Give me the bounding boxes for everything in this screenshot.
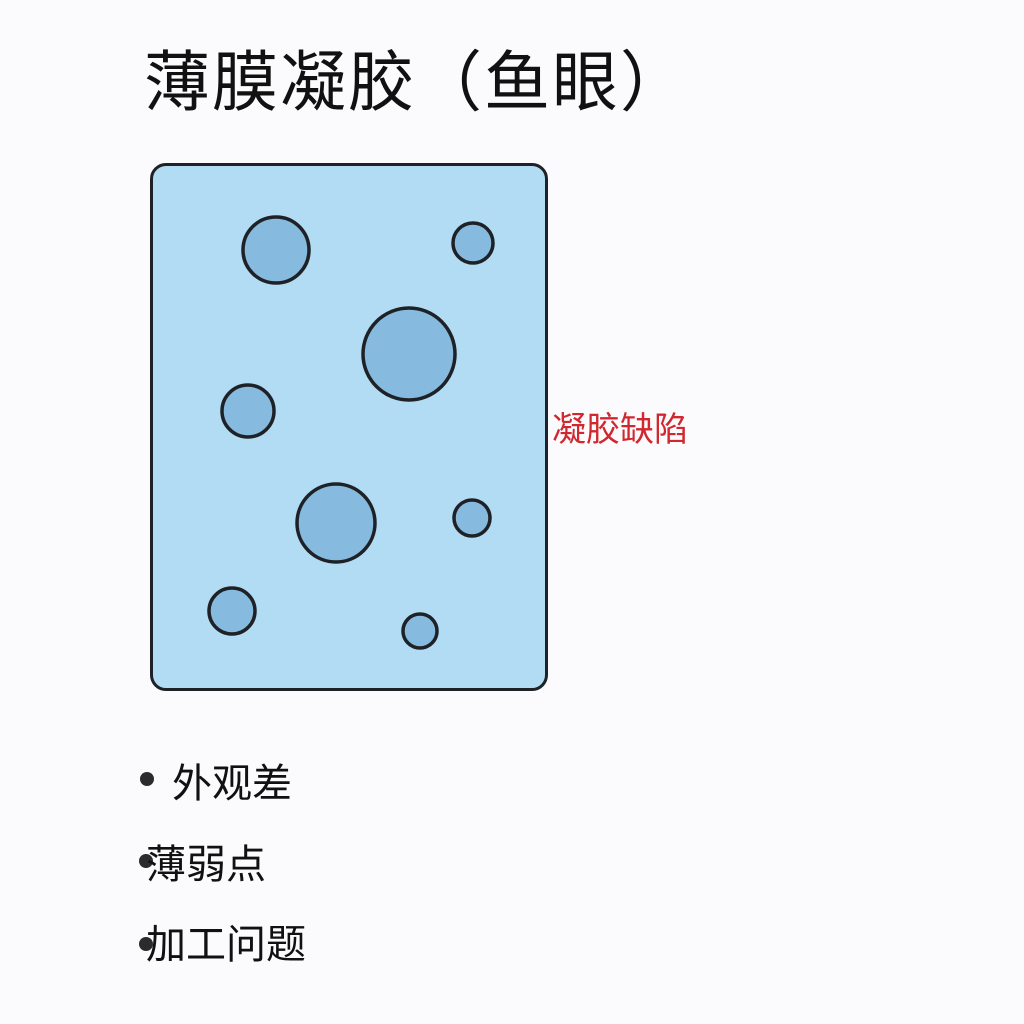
- gel-defect-label: 凝胶缺陷: [552, 410, 688, 450]
- page-title: 薄膜凝胶（鱼眼）: [144, 44, 688, 121]
- gel-defect-circle: [295, 482, 377, 564]
- gel-defect-circle: [220, 383, 276, 439]
- gel-defect-circle: [401, 612, 439, 650]
- bullet-dot-icon: [140, 772, 154, 786]
- film-sheet: [150, 163, 548, 691]
- gel-defects-graphic: [207, 215, 495, 650]
- gel-defect-circle: [241, 215, 311, 285]
- list-item-poor-appearance: 外观差: [172, 761, 292, 807]
- gel-defect-circle: [451, 221, 495, 265]
- gel-defect-circle: [452, 498, 492, 538]
- list-item-weak-spots: 薄弱点: [146, 842, 266, 888]
- gel-defect-circle: [207, 586, 257, 636]
- bullet-dot-icon: [139, 937, 153, 951]
- gel-defect-circle: [361, 306, 457, 402]
- bullet-dot-icon: [139, 854, 153, 868]
- list-item-processing-issues: 加工问题: [146, 922, 306, 968]
